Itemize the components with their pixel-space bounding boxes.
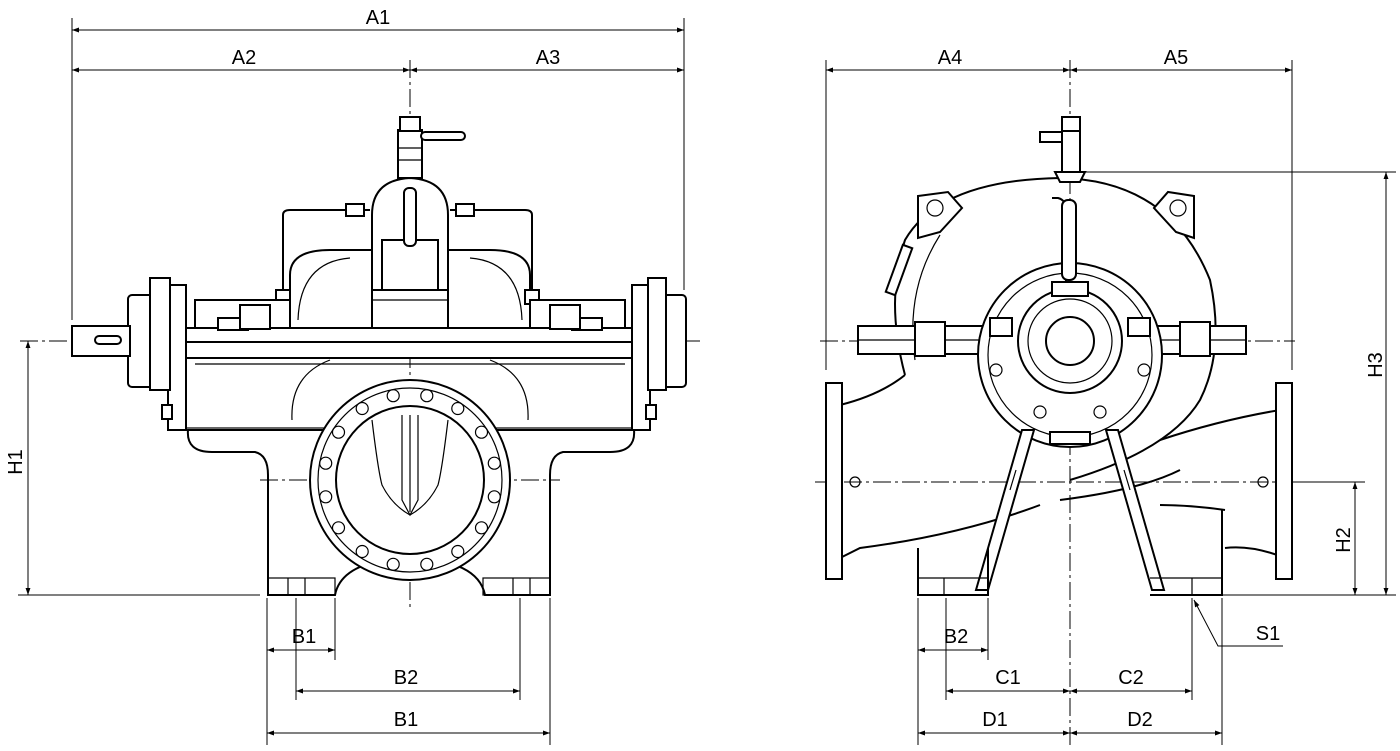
front-flange-bolt-hole — [386, 557, 400, 571]
side-bearing-hub-ring — [1027, 298, 1113, 384]
front-flange-bolt-hole — [386, 389, 400, 403]
front-label-a1: A1 — [366, 7, 390, 29]
front-end-bolt-right — [645, 404, 657, 420]
front-foot-left — [267, 577, 336, 596]
side-leader-s1 — [1193, 599, 1283, 647]
front-gland-right — [549, 304, 581, 330]
front-label-b1-small: B1 — [292, 626, 316, 648]
side-lifting-lug-left-hole — [926, 199, 944, 217]
front-label-b1-large: B1 — [394, 709, 418, 731]
front-flange-bolt-hole — [331, 521, 346, 535]
side-label-a4: A4 — [938, 47, 962, 69]
front-end-bolt-left — [161, 404, 173, 420]
side-flange-bolt-right — [1257, 476, 1269, 488]
front-flange-bolt-hole — [487, 456, 501, 470]
side-view: A4 A5 H3 H2 B2 C1 C2 D1 D2 S1 — [815, 47, 1396, 745]
side-label-c2: C2 — [1118, 667, 1144, 689]
front-upper-casing-arc-right — [469, 257, 523, 321]
side-valve-top — [1061, 116, 1081, 132]
front-flange-bolt-hole — [319, 456, 333, 470]
side-leg-right-inner — [1123, 469, 1131, 491]
side-label-d1: D1 — [982, 709, 1008, 731]
front-chamber-window — [381, 239, 439, 291]
front-pipe-fitting-left — [345, 203, 365, 217]
side-label-a5: A5 — [1164, 47, 1188, 69]
side-label-s1: S1 — [1256, 623, 1280, 645]
front-flange-bolt-hole — [331, 425, 346, 439]
front-volute-line-left — [291, 359, 331, 421]
front-suction-flange-inner — [317, 387, 503, 573]
front-flange-bolt-hole — [420, 389, 434, 403]
side-shaft-end — [1045, 316, 1095, 366]
side-bracket-bolt-1 — [989, 363, 1003, 377]
side-bracket-ear-right — [1127, 317, 1151, 337]
front-flange-bolt-hole — [355, 401, 369, 416]
side-label-h3: H3 — [1365, 352, 1387, 378]
side-bracket-clamp — [1051, 281, 1089, 297]
side-valve-handle — [1039, 131, 1063, 143]
side-bracket-bolt-2 — [1137, 363, 1151, 377]
front-casing-band-mid — [179, 341, 641, 359]
side-valve-body — [1061, 129, 1081, 175]
front-flange-bolt-hole — [487, 490, 501, 504]
side-label-d2: D2 — [1127, 709, 1153, 731]
side-foot-left — [917, 548, 989, 596]
side-leg-right — [1104, 429, 1166, 591]
side-bracket-bolt-4 — [1093, 405, 1107, 419]
side-lifting-lug-right-hole — [1169, 199, 1187, 217]
front-flange-bolt-hole — [474, 425, 489, 439]
front-bearing-cover-right-inner — [647, 277, 667, 391]
front-flange-bolt-hole — [451, 544, 465, 559]
side-lug-small — [884, 243, 914, 297]
front-flange-bolt-hole — [474, 521, 489, 535]
side-discharge-left-branch — [839, 374, 1041, 559]
front-valve-handle — [420, 131, 466, 141]
side-label-c1: C1 — [995, 667, 1021, 689]
front-label-b2: B2 — [394, 667, 418, 689]
front-flange-bolts — [319, 389, 501, 571]
front-label-a3: A3 — [536, 47, 560, 69]
side-flange-bolt-left — [849, 476, 861, 488]
side-label-b2: B2 — [944, 626, 968, 648]
side-volute-outer — [894, 176, 1217, 481]
side-label-h2: H2 — [1333, 527, 1355, 553]
side-flange-right — [1275, 382, 1293, 580]
side-leg-left-inner — [1009, 469, 1017, 491]
front-label-a2: A2 — [232, 47, 256, 69]
front-chamber-slot — [403, 187, 417, 247]
front-flange-bolt-hole — [355, 544, 369, 559]
front-impeller-vane — [401, 415, 419, 517]
front-upper-casing-arc-left — [297, 257, 351, 321]
front-flange-bolt-hole — [451, 401, 465, 416]
side-valve-seat — [1053, 171, 1087, 183]
front-valve-top — [399, 116, 421, 132]
front-volute-line-right — [489, 359, 529, 421]
side-bracket-ear-left — [989, 317, 1013, 337]
front-label-h1: H1 — [5, 449, 27, 475]
side-vent-gauge — [1061, 199, 1077, 281]
side-flange-left — [825, 382, 843, 580]
front-valve-body — [397, 129, 423, 179]
side-bracket-base — [1049, 431, 1091, 445]
front-flange-bolt-hole — [420, 557, 434, 571]
front-chamber-base — [371, 289, 449, 329]
front-pipe-fitting-right — [455, 203, 475, 217]
front-flange-bolt-hole — [319, 490, 333, 504]
side-bracket-bolt-3 — [1033, 405, 1047, 419]
front-view: A1 A2 A3 H1 B1 B2 B1 — [5, 7, 700, 745]
front-bearing-cover-left-inner — [149, 277, 171, 391]
front-balance-pipe — [282, 209, 533, 300]
side-lifting-lug-left — [917, 190, 964, 240]
front-foot-right — [482, 577, 551, 596]
side-split-flange-boss-right — [1179, 321, 1211, 357]
front-shaft-keyway — [94, 335, 122, 345]
side-discharge-right-branch — [1159, 409, 1281, 557]
front-gland-left — [239, 304, 271, 330]
side-split-flange-boss-left — [914, 321, 946, 357]
